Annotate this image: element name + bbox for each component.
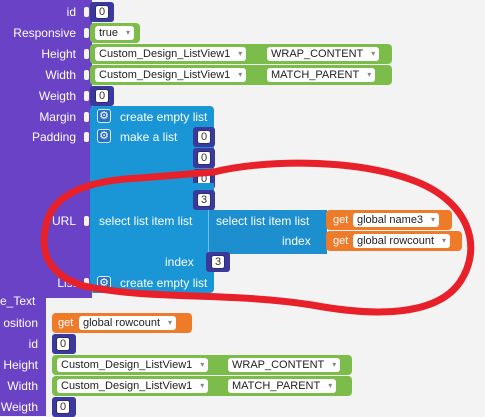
id-number-field[interactable]: 0 xyxy=(95,5,110,19)
socket-width xyxy=(84,70,89,80)
socket-height xyxy=(84,49,89,59)
procedure-block-top[interactable] xyxy=(0,0,86,298)
global-rowcount-dropdown[interactable]: global rowcount ▾ xyxy=(353,234,451,248)
socket-id xyxy=(84,7,89,17)
block2-width-component-value: Custom_Design_ListView1 xyxy=(61,380,193,392)
boolean-value: true xyxy=(99,27,118,39)
width-component-value: Custom_Design_ListView1 xyxy=(99,69,231,81)
margin-block-text: create empty list xyxy=(120,110,208,124)
width-option-dropdown[interactable]: MATCH_PARENT ▾ xyxy=(267,68,376,82)
padding-block-text: make a list xyxy=(120,130,178,144)
block2-global-rowcount-value: global rowcount xyxy=(83,317,161,329)
height-component-value: Custom_Design_ListView1 xyxy=(99,48,231,60)
margin-mutator-gear-icon[interactable]: ⚙ xyxy=(97,109,111,123)
block2-height-component-value: Custom_Design_ListView1 xyxy=(61,359,193,371)
socket-list xyxy=(84,278,89,288)
block2-label-height: Height xyxy=(3,358,38,372)
global-name3-dropdown[interactable]: global name3 ▾ xyxy=(353,213,440,227)
block2-width-option-value: MATCH_PARENT xyxy=(232,380,321,392)
global-name3-value: global name3 xyxy=(357,214,424,226)
boolean-field[interactable]: true ▾ xyxy=(95,26,134,40)
label-url: URL xyxy=(51,214,76,228)
outer-index-label: index xyxy=(165,255,194,269)
dropdown-arrow-icon: ▾ xyxy=(168,318,173,327)
block2-height-component-dropdown[interactable]: Custom_Design_ListView1 ▾ xyxy=(57,358,209,372)
height-helper-block[interactable]: Custom_Design_ListView1 ▾ WRAP_CONTENT ▾ xyxy=(90,44,392,64)
socket-url xyxy=(84,216,89,226)
outer-index-field[interactable]: 3 xyxy=(211,255,226,269)
block2-title-fragment: e_Text xyxy=(0,294,36,308)
height-component-dropdown[interactable]: Custom_Design_ListView1 ▾ xyxy=(95,47,247,61)
block2-width-component-dropdown[interactable]: Custom_Design_ListView1 ▾ xyxy=(57,379,209,393)
block2-title-bar xyxy=(0,293,46,309)
block2-height-option-dropdown[interactable]: WRAP_CONTENT ▾ xyxy=(228,358,341,372)
get-label: get xyxy=(333,235,349,247)
block2-width-option-dropdown[interactable]: MATCH_PARENT ▾ xyxy=(228,379,337,393)
margin-create-empty-list-block[interactable] xyxy=(90,106,214,128)
dropdown-arrow-icon: ▾ xyxy=(332,360,337,369)
global-rowcount-value: global rowcount xyxy=(357,235,435,247)
dropdown-arrow-icon: ▾ xyxy=(238,70,243,79)
label-margin: Margin xyxy=(39,110,76,124)
get-global-rowcount-block[interactable]: get global rowcount ▾ xyxy=(326,231,462,251)
label-list: List xyxy=(57,276,76,290)
dropdown-arrow-icon: ▾ xyxy=(371,49,376,58)
get-label: get xyxy=(333,214,349,226)
weigth-number-field[interactable]: 0 xyxy=(95,89,110,103)
dropdown-arrow-icon: ▾ xyxy=(125,28,130,37)
label-responsive: Responsive xyxy=(13,26,76,40)
socket-margin xyxy=(84,112,89,122)
socket-responsive xyxy=(84,28,89,38)
dropdown-arrow-icon: ▾ xyxy=(238,49,243,58)
label-id: id xyxy=(66,5,76,19)
padding-item-1-field[interactable]: 0 xyxy=(197,130,212,144)
height-option-value: WRAP_CONTENT xyxy=(271,48,364,60)
width-helper-block[interactable]: Custom_Design_ListView1 ▾ MATCH_PARENT ▾ xyxy=(90,65,392,85)
socket-padding xyxy=(84,132,89,142)
padding-mutator-gear-icon[interactable]: ⚙ xyxy=(97,129,111,143)
procedure-top-connector xyxy=(86,0,92,298)
list-mutator-gear-icon[interactable]: ⚙ xyxy=(97,276,111,290)
padding-item-2-field[interactable]: 0 xyxy=(197,151,212,165)
list-block-text: create empty list xyxy=(120,276,208,290)
dropdown-arrow-icon: ▾ xyxy=(431,215,436,224)
url-outer-block-text: select list item list xyxy=(99,214,193,228)
block2-label-width: Width xyxy=(7,379,38,393)
dropdown-arrow-icon: ▾ xyxy=(200,360,205,369)
label-height: Height xyxy=(41,47,76,61)
block2-width-helper-block[interactable]: Custom_Design_ListView1 ▾ MATCH_PARENT ▾ xyxy=(52,376,352,396)
dropdown-arrow-icon: ▾ xyxy=(200,381,205,390)
label-width: Width xyxy=(45,68,76,82)
block2-height-option-value: WRAP_CONTENT xyxy=(232,359,325,371)
width-option-value: MATCH_PARENT xyxy=(271,69,360,81)
block2-weigth-number-field[interactable]: 0 xyxy=(56,400,71,414)
socket-weigth xyxy=(84,91,89,101)
inner-index-label: index xyxy=(282,234,311,248)
dropdown-arrow-icon: ▾ xyxy=(367,70,372,79)
block2-label-weigth: Weigth xyxy=(0,400,38,414)
block2-label-id: id xyxy=(28,337,38,351)
label-padding: Padding xyxy=(31,130,76,144)
dropdown-arrow-icon: ▾ xyxy=(442,236,447,245)
block2-id-number-field[interactable]: 0 xyxy=(56,337,71,351)
url-inner-block-text: select list item list xyxy=(216,214,310,228)
label-weigth: Weigth xyxy=(38,89,76,103)
padding-item-4-field[interactable]: 3 xyxy=(197,193,212,207)
height-option-dropdown[interactable]: WRAP_CONTENT ▾ xyxy=(267,47,380,61)
procedure-block-bottom[interactable] xyxy=(0,293,46,416)
width-component-dropdown[interactable]: Custom_Design_ListView1 ▾ xyxy=(95,68,247,82)
get-global-name3-block[interactable]: get global name3 ▾ xyxy=(326,210,452,230)
block2-height-helper-block[interactable]: Custom_Design_ListView1 ▾ WRAP_CONTENT ▾ xyxy=(52,355,352,375)
dropdown-arrow-icon: ▾ xyxy=(328,381,333,390)
block2-get-global-rowcount-block[interactable]: get global rowcount ▾ xyxy=(52,313,192,333)
block2-global-rowcount-dropdown[interactable]: global rowcount ▾ xyxy=(79,316,177,330)
block2-label-position: osition xyxy=(3,316,38,330)
get-label: get xyxy=(58,317,74,329)
